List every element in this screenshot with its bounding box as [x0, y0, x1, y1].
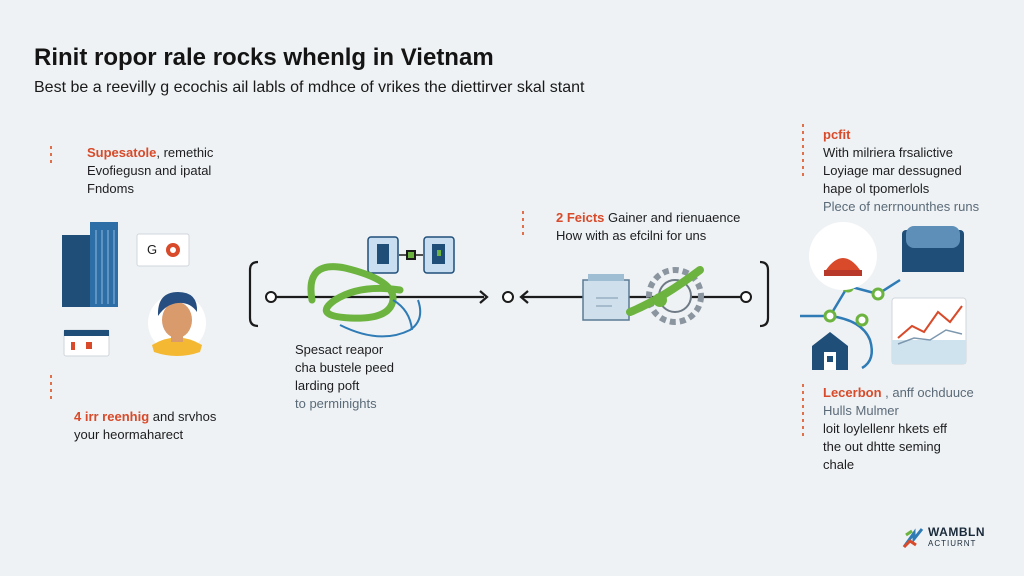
- callout-text: the out dhtte seming: [823, 439, 941, 454]
- page-subtitle: Best be a reevilly g ecochis ail labls o…: [34, 79, 585, 96]
- callout-text: to perminights: [295, 396, 377, 411]
- brand-card-icon: [136, 233, 190, 267]
- callout-text: hape ol tpomerlols: [823, 181, 930, 196]
- callout-text: Gainer and rienuaence: [604, 210, 741, 225]
- logo-mark-icon: [902, 528, 924, 549]
- callout-text: Loyiage mar dessugned: [823, 163, 962, 178]
- callout-text: chale: [823, 457, 855, 472]
- callout-highlight: Supesatole: [87, 145, 157, 160]
- callout-bottom-right: Lecerbon , anff ochduuce Hulls Mulmer lo…: [823, 384, 974, 474]
- accent-tick: [802, 384, 804, 440]
- green-cable-loop: [307, 263, 422, 338]
- callout-center-top: 2 Feicts Gainer and rienuaence How with …: [556, 209, 740, 245]
- callout-text: cha bustele peed: [295, 360, 395, 375]
- logo-tagline: ACTIURNT: [928, 539, 977, 548]
- line-chart-icon: [891, 297, 967, 365]
- accent-tick: [50, 375, 52, 403]
- callout-center-bottom: Spesact reapor cha bustele peed larding …: [295, 341, 394, 413]
- logo-name: WAMBLN: [928, 525, 985, 539]
- callout-text: loit loylellenr hkets eff: [823, 421, 948, 436]
- callout-text: your heormaharect: [74, 427, 184, 442]
- callout-highlight: 4 irr reenhig: [74, 409, 150, 424]
- callout-text: With milriera frsalictive: [823, 145, 954, 160]
- page-title: Rinit ropor rale rocks whenlg in Vietnam: [34, 44, 494, 71]
- sofa-icon: [902, 226, 964, 272]
- accent-tick: [50, 146, 52, 167]
- callout-bottom-left: 4 irr reenhig and srvhos your heormahare…: [74, 408, 216, 444]
- callout-text: Hulls Mulmer: [823, 403, 899, 418]
- devices-icon: [367, 236, 455, 274]
- callout-text: and srvhos: [149, 409, 217, 424]
- callout-top-right: pcfit With milriera frsalictive Loyiage …: [823, 126, 979, 216]
- gear-icon: [626, 266, 704, 325]
- package-icon: [582, 274, 630, 321]
- callout-text: larding poft: [295, 378, 360, 393]
- brand-logo: WAMBLN ACTIURNT: [902, 525, 985, 549]
- callout-highlight: 2 Feicts: [556, 210, 605, 225]
- callout-highlight: Lecerbon: [823, 385, 882, 400]
- accent-tick: [802, 124, 804, 180]
- callout-text: Spesact reapor: [295, 342, 384, 357]
- callout-highlight: pcfit: [823, 127, 851, 142]
- person-avatar-icon: [148, 292, 206, 356]
- brand-card-label: G: [147, 241, 157, 259]
- accent-tick: [522, 211, 524, 239]
- callout-text: , anff ochduuce: [881, 385, 974, 400]
- callout-text: How with as efcilni for uns: [556, 228, 707, 243]
- lamp-icon: [809, 222, 877, 290]
- id-card-icon: [63, 329, 110, 357]
- callout-text: Fndoms: [87, 181, 134, 196]
- building-icon: [62, 222, 118, 307]
- callout-top-left: Supesatole, remethic Evofiegusn and ipat…: [87, 144, 213, 198]
- callout-text: Plece of nerrnounthes runs: [823, 199, 980, 214]
- brand-card-text: G: [147, 242, 158, 257]
- callout-text: Evofiegusn and ipatal: [87, 163, 212, 178]
- callout-text: , remethic: [156, 145, 214, 160]
- timeline-nodes: [265, 291, 752, 303]
- house-icon: [812, 332, 848, 370]
